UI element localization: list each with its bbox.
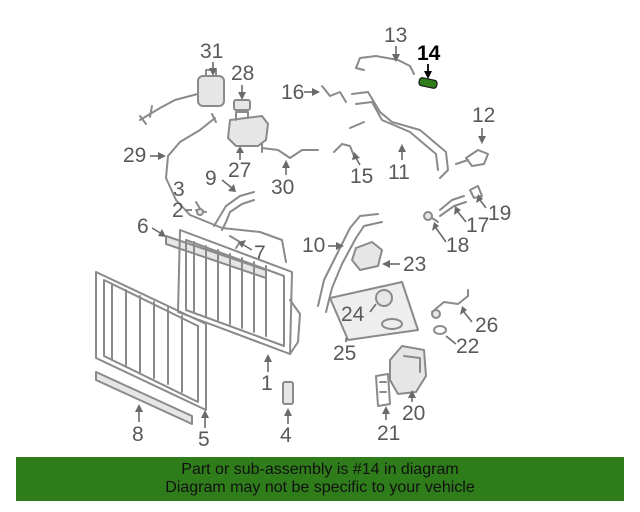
callout-21: 21 <box>377 422 400 445</box>
callout-17: 17 <box>466 214 489 237</box>
callout-8: 8 <box>132 423 144 446</box>
part-2-bolt <box>195 208 207 216</box>
part-8-bracket <box>95 371 193 425</box>
part-11-pipe <box>349 91 449 179</box>
callout-13: 13 <box>384 24 407 47</box>
part-4-plug <box>282 381 294 405</box>
callout-2: 2 <box>172 199 184 222</box>
part-23-housing <box>351 241 383 271</box>
callout-27: 27 <box>228 159 251 182</box>
part-15-hose <box>333 143 355 157</box>
callout-12: 12 <box>472 104 495 127</box>
part-19-fitting <box>469 185 483 199</box>
callout-22: 22 <box>456 335 479 358</box>
part-16-tube <box>321 85 347 103</box>
part-14-hose-highlighted <box>418 77 438 89</box>
part-1-radiator <box>177 229 301 355</box>
part-26-sensor <box>431 289 469 319</box>
callout-15: 15 <box>350 165 373 188</box>
part-18-bolt <box>423 211 439 223</box>
callout-30: 30 <box>271 176 294 199</box>
callout-29: 29 <box>123 144 146 167</box>
callout-23: 23 <box>403 253 426 276</box>
callout-26: 26 <box>475 314 498 337</box>
part-29-hose <box>165 113 287 263</box>
part-10-hose <box>317 213 383 313</box>
callout-16: 16 <box>281 81 304 104</box>
callout-7: 7 <box>254 242 266 265</box>
callout-31: 31 <box>200 40 223 63</box>
callout-20: 20 <box>402 402 425 425</box>
part-28-cap <box>233 99 251 111</box>
callout-24: 24 <box>341 303 365 326</box>
part-31-switch <box>139 69 225 125</box>
part-20-outlet <box>389 345 427 395</box>
part-22-oring <box>433 325 447 335</box>
part-9-hose <box>213 191 255 231</box>
part-30-hose <box>261 143 319 159</box>
callout-28: 28 <box>231 62 254 85</box>
callout-19: 19 <box>488 202 511 225</box>
callout-25: 25 <box>333 342 356 365</box>
part-21-gasket <box>375 373 391 407</box>
part-5-condenser <box>95 271 207 411</box>
callout-1: 1 <box>261 372 273 395</box>
callout-10: 10 <box>302 234 325 257</box>
info-banner: Part or sub-assembly is #14 in diagram D… <box>16 457 624 501</box>
part-17-connector <box>439 195 467 217</box>
banner-line-2: Diagram may not be specific to your vehi… <box>165 479 475 496</box>
callout-6: 6 <box>137 215 149 238</box>
part-13-pipe <box>355 55 415 75</box>
parts-diagram: 31 28 27 29 30 16 13 <box>95 24 511 451</box>
banner-line-1: Part or sub-assembly is #14 in diagram <box>181 461 459 478</box>
callout-14: 14 <box>417 42 441 65</box>
callout-18: 18 <box>446 234 469 257</box>
callout-3: 3 <box>173 178 185 201</box>
callout-9: 9 <box>205 167 217 190</box>
part-12-flange <box>455 149 489 167</box>
part-27-tank <box>227 111 269 147</box>
callout-5: 5 <box>198 428 210 451</box>
part-25-kit <box>329 281 419 341</box>
callout-4: 4 <box>280 424 292 447</box>
callout-11: 11 <box>388 161 410 184</box>
